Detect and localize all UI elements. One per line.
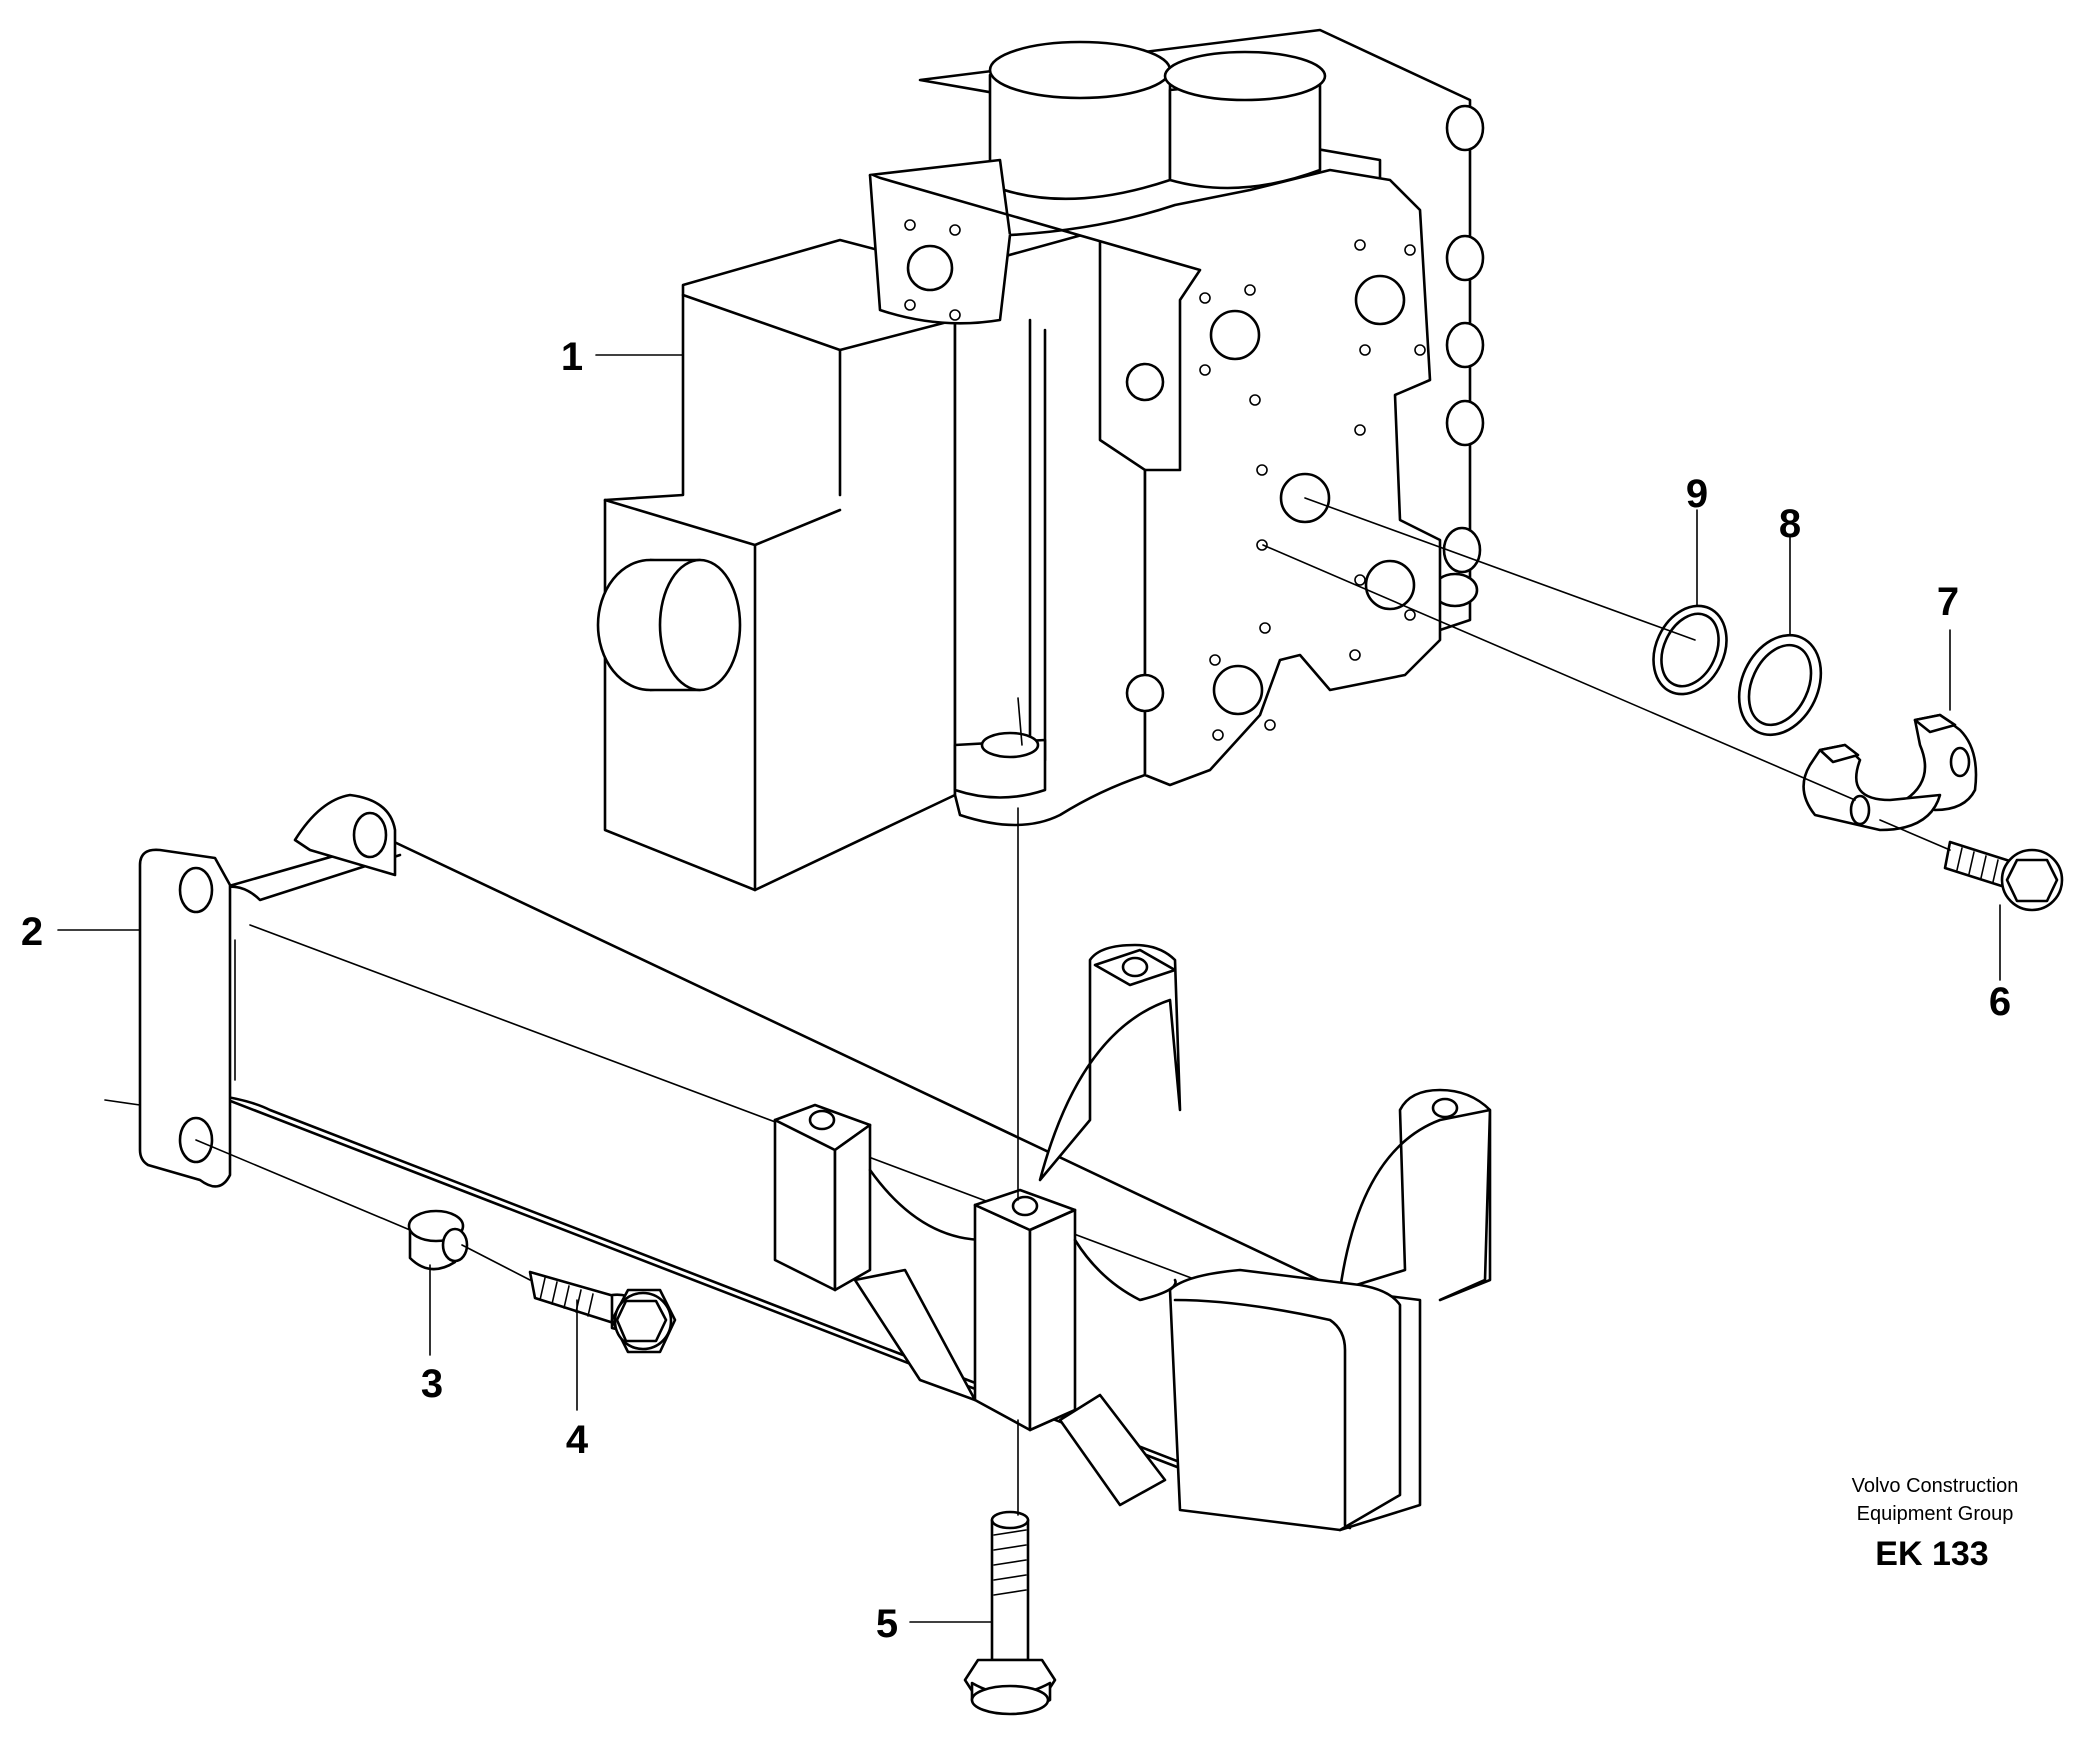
- rear-plate-bolts: [1431, 104, 1485, 608]
- bracket-beam: [138, 793, 1492, 1532]
- callout-7: 7: [1937, 580, 1959, 624]
- credit-block: Volvo Construction Equipment Group EK 13…: [1852, 1475, 2019, 1573]
- split-flange-clamp: [1802, 713, 1978, 832]
- flange-bolt-holes: [904, 219, 1426, 741]
- callout-1: 1: [561, 335, 583, 379]
- callout-4: 4: [566, 1418, 589, 1462]
- drawing-code: EK 133: [1875, 1535, 1988, 1573]
- spacer-sleeve: [407, 1209, 469, 1271]
- bolt-6: [1943, 840, 2064, 912]
- saddle-mounts: [773, 943, 1492, 1532]
- callout-5: 5: [876, 1602, 898, 1646]
- callout-2: 2: [21, 910, 43, 954]
- callout-labels: 1 2 3 4 5 6 7 8 9: [21, 335, 2011, 1646]
- credit-line-1: Volvo Construction: [1852, 1475, 2019, 1497]
- o-ring-9: [1652, 604, 1728, 696]
- o-ring-8: [1737, 633, 1823, 737]
- bolt-5: [963, 1510, 1057, 1716]
- valve-block: [596, 28, 1485, 892]
- callout-9: 9: [1686, 472, 1708, 516]
- callout-3: 3: [421, 1362, 443, 1406]
- bolt-4: [528, 1270, 677, 1354]
- callout-6: 6: [1989, 980, 2011, 1024]
- assembly-guide-lines: [195, 497, 1951, 1516]
- leader-lines: [57, 354, 2001, 1623]
- credit-line-2: Equipment Group: [1857, 1503, 2014, 1525]
- callout-8: 8: [1779, 502, 1801, 546]
